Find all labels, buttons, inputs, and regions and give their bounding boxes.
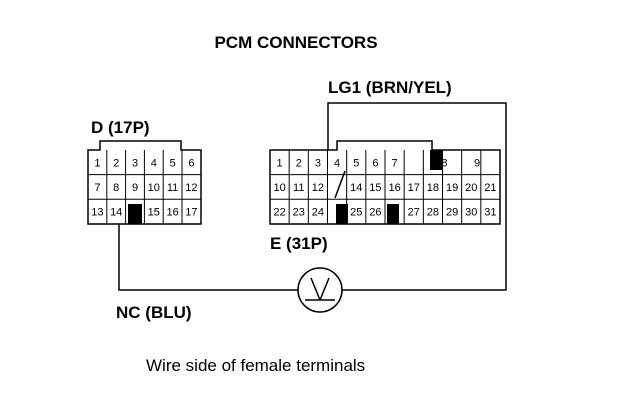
connector-e-pin-20: 20 bbox=[465, 182, 477, 194]
connector-d-pin-16: 16 bbox=[166, 207, 178, 219]
connector-e-key-right bbox=[387, 204, 399, 224]
connector-d-pin-5: 5 bbox=[170, 157, 176, 169]
connector-e-pin-15: 15 bbox=[369, 182, 381, 194]
connector-e-pin-16: 16 bbox=[388, 182, 400, 194]
connector-e-pin-11: 11 bbox=[293, 182, 304, 194]
connector-d-pin-13: 13 bbox=[91, 207, 103, 219]
connector-e-pin-28: 28 bbox=[427, 207, 439, 219]
connector-e-pin-3: 3 bbox=[315, 157, 321, 169]
connector-e-slash bbox=[334, 170, 346, 199]
connector-e-pin-6: 6 bbox=[372, 157, 378, 169]
connector-e-pin-4: 4 bbox=[334, 157, 340, 169]
connector-d-pin-2: 2 bbox=[113, 157, 119, 169]
connector-e-pin-30: 30 bbox=[465, 207, 477, 219]
voltmeter-icon bbox=[297, 267, 343, 313]
connector-e-pin-26: 26 bbox=[369, 207, 381, 219]
connector-d-key bbox=[128, 204, 142, 224]
connector-e-pin-10: 10 bbox=[273, 182, 285, 194]
nc-wire bbox=[118, 222, 298, 291]
connector-d-pin-3: 3 bbox=[132, 157, 138, 169]
connector-d-pin-10: 10 bbox=[148, 182, 160, 194]
connector-d-pin-6: 6 bbox=[188, 157, 194, 169]
connector-e-pin-23: 23 bbox=[293, 207, 305, 219]
connector-e-pin-7: 7 bbox=[392, 157, 398, 169]
diagram-caption: Wire side of female terminals bbox=[146, 356, 365, 375]
connector-e-key-top bbox=[430, 150, 442, 170]
connector-d-pin-15: 15 bbox=[148, 207, 160, 219]
connector-e-pin-2: 2 bbox=[296, 157, 302, 169]
lg1-wire-label: LG1 (BRN/YEL) bbox=[328, 78, 452, 97]
connector-e-pin-18: 18 bbox=[427, 182, 439, 194]
connector-e-pin-27: 27 bbox=[408, 207, 420, 219]
connector-d-pin-9: 9 bbox=[132, 182, 138, 194]
connector-e-pin-22: 22 bbox=[273, 207, 285, 219]
connector-e-pin-14: 14 bbox=[350, 182, 362, 194]
connector-e-pin-1: 1 bbox=[277, 157, 283, 169]
connector-e-pin-24: 24 bbox=[312, 207, 324, 219]
connector-e-pin-8: 8 bbox=[441, 157, 447, 169]
connector-e-pin-5: 5 bbox=[353, 157, 359, 169]
connector-e-pin-19: 19 bbox=[446, 182, 458, 194]
connector-e-pin-21: 21 bbox=[484, 182, 496, 194]
diagram-title: PCM CONNECTORS bbox=[214, 33, 377, 52]
connector-e-pin-25: 25 bbox=[350, 207, 362, 219]
connector-e-pin-31: 31 bbox=[484, 207, 496, 219]
connector-d-pin-11: 11 bbox=[167, 182, 178, 194]
connector-d-pin-12: 12 bbox=[185, 182, 197, 194]
connector-d-pin-8: 8 bbox=[113, 182, 119, 194]
connector-d-pin-14: 14 bbox=[110, 207, 122, 219]
lg1-wire bbox=[327, 102, 507, 291]
connector-d-pin-1: 1 bbox=[94, 157, 100, 169]
connector-e-pin-17: 17 bbox=[408, 182, 420, 194]
connector-e-label: E (31P) bbox=[270, 234, 328, 253]
connector-e-pin-29: 29 bbox=[446, 207, 458, 219]
connector-e-pin-12: 12 bbox=[312, 182, 324, 194]
connector-e-key-left bbox=[336, 204, 348, 224]
connector-d-pin-7: 7 bbox=[94, 182, 100, 194]
connector-d-pin-17: 17 bbox=[185, 207, 197, 219]
nc-wire-label: NC (BLU) bbox=[116, 303, 192, 322]
connector-d-pin-4: 4 bbox=[151, 157, 157, 169]
connector-d-label: D (17P) bbox=[91, 118, 150, 137]
connector-e-pin-9: 9 bbox=[474, 157, 480, 169]
